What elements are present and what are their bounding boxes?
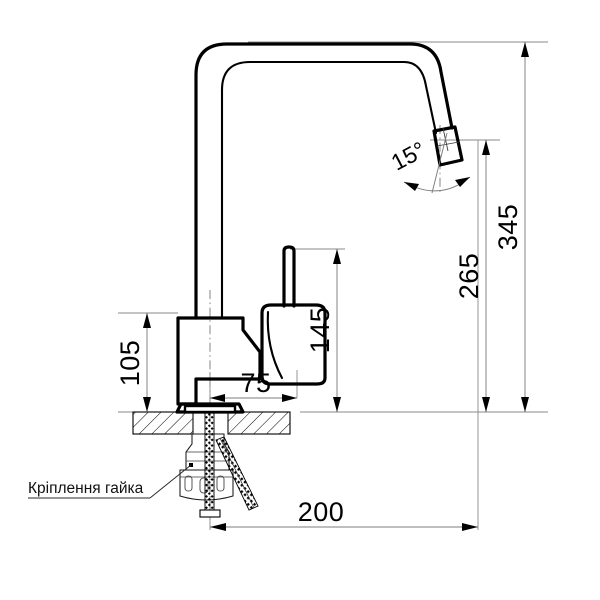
dimension-200: 200 [210,497,478,531]
dimension-105-label: 105 [115,340,145,387]
dimension-75-label: 75 [240,368,271,398]
dimension-265-label: 265 [454,253,484,300]
dimension-105: 105 [115,313,151,412]
spout-outlet [432,125,464,167]
mounting-nut-leader [149,464,192,499]
deck-right [227,411,291,435]
dimension-265: 265 [454,140,490,412]
rod-end-cap [199,509,221,518]
dimension-145: 145 [305,249,341,412]
deck-cap [183,404,237,414]
mounting-nut-label: Кріплення гайка [28,480,144,497]
spout-tube [194,42,454,320]
dimension-345: 345 [493,42,529,412]
dimension-200-label: 200 [298,497,345,527]
dimension-145-label: 145 [305,307,335,354]
threaded-rod [199,411,221,518]
angle-15-label: 15° [387,136,430,175]
annotation-mounting-nut: Кріплення гайка [28,464,192,499]
deck-left [132,411,194,435]
deck-section [132,411,291,435]
extension-lines [118,41,548,530]
centerlines [209,125,441,520]
lever-handle [260,245,327,386]
dimension-345-label: 345 [493,204,523,251]
supply-hose [215,436,259,511]
dimension-75: 75 [210,368,297,402]
